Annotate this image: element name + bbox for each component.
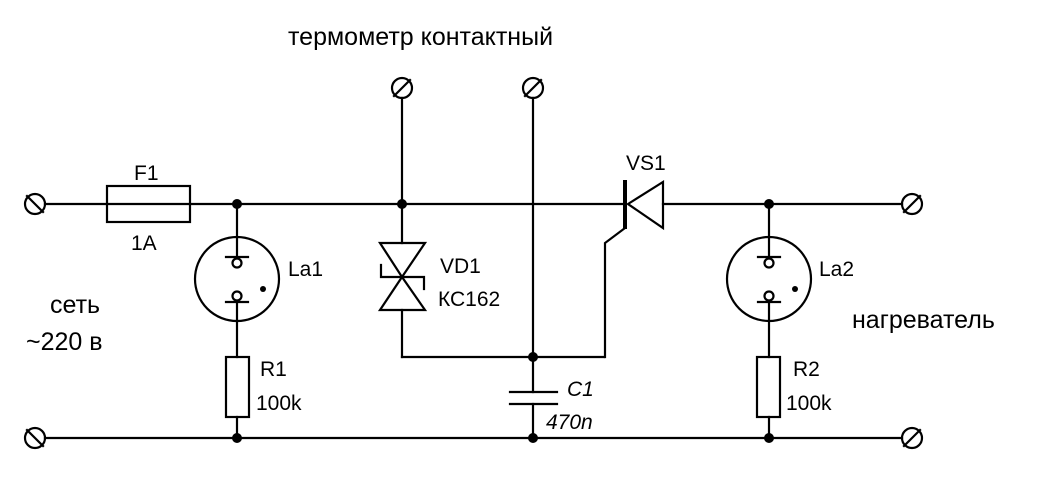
terminal-output-bottom[interactable] xyxy=(900,426,924,450)
terminal-input-bottom[interactable] xyxy=(23,426,47,450)
terminal-thermometer-right[interactable] xyxy=(521,76,545,100)
lamp2-ref-label: La2 xyxy=(819,258,854,281)
fuse-value-label: 1A xyxy=(131,232,157,255)
fuse-f1 xyxy=(105,184,192,224)
thyristor-ref-label: VS1 xyxy=(626,152,666,175)
neon-lamp-la2 xyxy=(725,202,813,359)
terminal-thermometer-left[interactable] xyxy=(390,76,414,100)
output-heater-label: нагреватель xyxy=(852,306,995,334)
resistor2-ref-label: R2 xyxy=(793,358,820,381)
junction-dot xyxy=(232,433,242,443)
zener-value-label: КС162 xyxy=(438,288,500,311)
input-label-line1: сеть xyxy=(50,291,100,319)
resistor1-value-label: 100k xyxy=(256,392,302,415)
capacitor-c1 xyxy=(508,390,559,440)
terminal-input-top[interactable] xyxy=(23,192,47,216)
input-label-line2: ~220 в xyxy=(26,328,103,356)
resistor2-value-label: 100k xyxy=(786,392,832,415)
resistor1-ref-label: R1 xyxy=(260,358,287,381)
junction-dot xyxy=(397,199,407,209)
fuse-ref-label: F1 xyxy=(134,162,159,185)
zener-ref-label: VD1 xyxy=(440,255,481,278)
junction-dot xyxy=(528,352,538,362)
capacitor-value-label: 470n xyxy=(546,411,593,434)
title-thermometer-label: термометр контактный xyxy=(288,23,553,51)
resistor-r2 xyxy=(755,355,782,440)
resistor-r1 xyxy=(224,355,251,440)
lamp1-ref-label: La1 xyxy=(288,258,323,281)
junction-dot xyxy=(764,433,774,443)
junction-dot xyxy=(528,433,538,443)
thyristor-vs1 xyxy=(603,180,665,359)
neon-lamp-la1 xyxy=(193,202,281,359)
zener-diode-vd1 xyxy=(377,241,428,359)
capacitor-ref-label: C1 xyxy=(567,378,594,401)
terminal-output-top[interactable] xyxy=(900,192,924,216)
